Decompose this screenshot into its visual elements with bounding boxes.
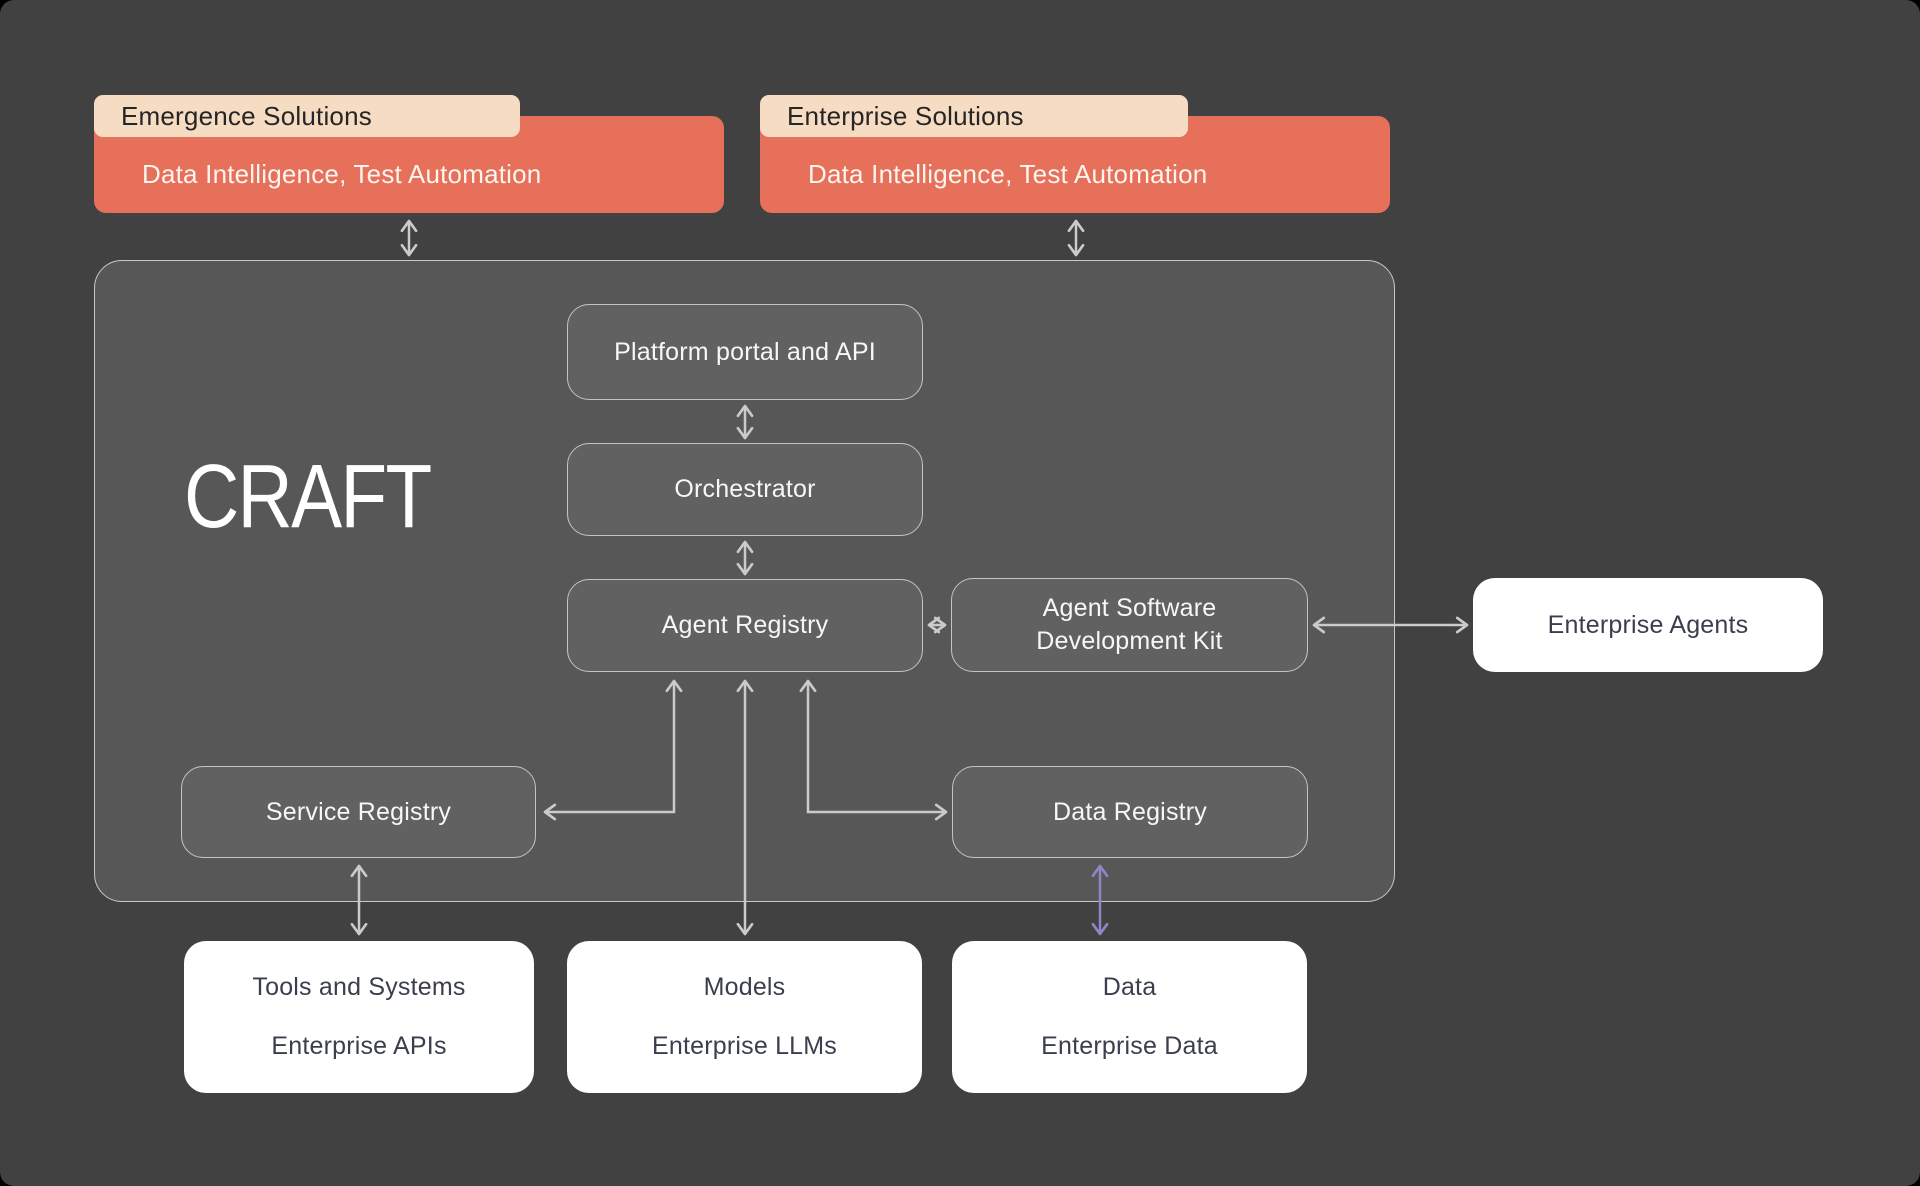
node-agent-sdk-label-line2: Development Kit [1036,627,1223,655]
node-models: Models Enterprise LLMs [567,941,922,1093]
node-service-registry-label: Service Registry [265,797,452,826]
node-agent-registry-label: Agent Registry [661,611,829,639]
node-enterprise-agents: Enterprise Agents [1473,578,1823,672]
node-tools-and-systems: Tools and Systems Enterprise APIs [184,941,534,1093]
node-models-label-line1: Models [703,973,786,1001]
node-tools-label-line2: Enterprise APIs [271,1032,447,1060]
emergence-solutions-body-label: Data Intelligence, Test Automation [142,159,542,189]
node-platform-portal-api-label: Platform portal and API [614,337,876,366]
node-data-label-line2: Enterprise Data [1041,1032,1218,1060]
craft-logo: CRAFT [184,447,432,547]
enterprise-solutions-tab-label: Enterprise Solutions [787,100,1024,131]
enterprise-solutions-body-label: Data Intelligence, Test Automation [808,159,1208,189]
node-data-registry-label: Data Registry [1052,797,1208,826]
emergence-solutions-tab: Emergence Solutions [94,95,520,137]
node-agent-sdk: Agent Software Development Kit [951,578,1308,672]
node-agent-sdk-label-line1: Agent Software [1042,594,1217,622]
node-enterprise-agents-label: Enterprise Agents [1547,610,1749,639]
node-tools-label-line1: Tools and Systems [252,973,466,1001]
node-data-registry: Data Registry [952,766,1308,858]
node-data: Data Enterprise Data [952,941,1307,1093]
node-service-registry: Service Registry [181,766,536,858]
emergence-solutions-tab-label: Emergence Solutions [121,100,372,131]
node-orchestrator-label: Orchestrator [674,475,816,503]
enterprise-solutions-tab: Enterprise Solutions [760,95,1188,137]
node-agent-registry: Agent Registry [567,579,923,672]
node-models-label-line2: Enterprise LLMs [651,1032,838,1060]
node-data-label-line1: Data [1102,973,1157,1001]
node-orchestrator: Orchestrator [567,443,923,536]
node-platform-portal-api: Platform portal and API [567,304,923,400]
